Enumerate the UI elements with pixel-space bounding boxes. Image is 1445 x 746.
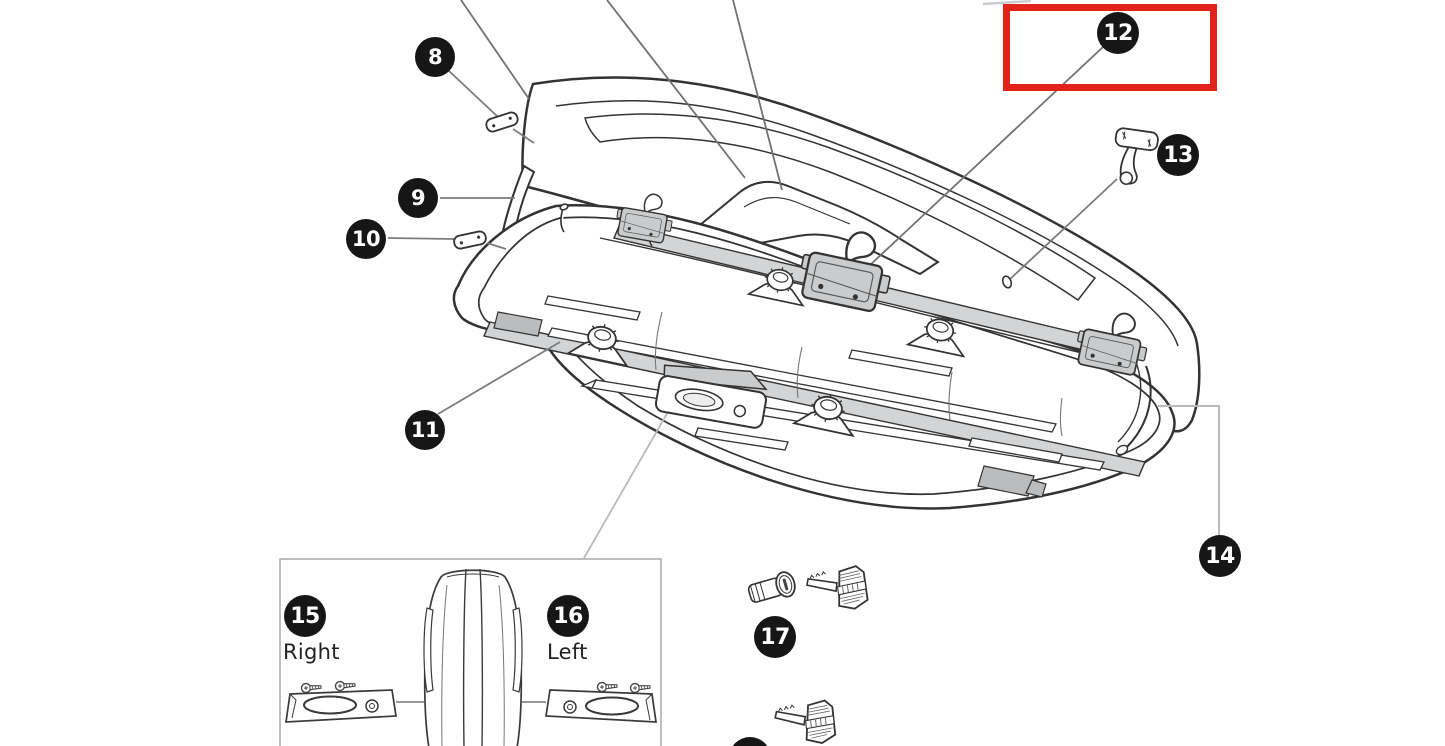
mounting-rail-front xyxy=(483,311,1146,498)
highlight-box-callout-12 xyxy=(1003,4,1217,91)
callout-17[interactable]: 17 xyxy=(754,616,796,658)
callout-12[interactable]: 12 xyxy=(1097,12,1139,54)
callout-16[interactable]: 16 xyxy=(547,595,589,637)
callout-11[interactable]: 11 xyxy=(405,410,445,450)
lid-handle-recess xyxy=(698,180,940,276)
callout-14[interactable]: 14 xyxy=(1199,535,1241,577)
callout-13[interactable]: 13 xyxy=(1157,134,1199,176)
lid-grommet-hole xyxy=(1001,275,1013,289)
label-left: Left xyxy=(547,640,588,664)
front-handle-housing xyxy=(654,364,768,429)
callout-9[interactable]: 9 xyxy=(398,178,438,218)
callout-8[interactable]: 8 xyxy=(415,37,455,77)
leader-lines xyxy=(387,0,1220,559)
box-rear-view xyxy=(423,568,523,746)
trim-piece-right-side xyxy=(285,679,397,723)
trim-piece-left-side xyxy=(545,680,657,723)
callout-15[interactable]: 15 xyxy=(284,595,326,637)
detail-inset-box xyxy=(279,558,662,746)
label-right: Right xyxy=(283,640,340,664)
lock-cylinder-part xyxy=(747,571,796,603)
lid-bracket-part-13 xyxy=(1114,127,1159,185)
strip-part-10 xyxy=(452,229,488,251)
key-1 xyxy=(804,564,870,616)
floor-dividers xyxy=(654,311,1063,437)
key-2 xyxy=(772,698,837,746)
callout-10[interactable]: 10 xyxy=(346,219,386,259)
partial-callout-badge xyxy=(732,737,768,746)
base-corner-trim xyxy=(1115,361,1152,456)
